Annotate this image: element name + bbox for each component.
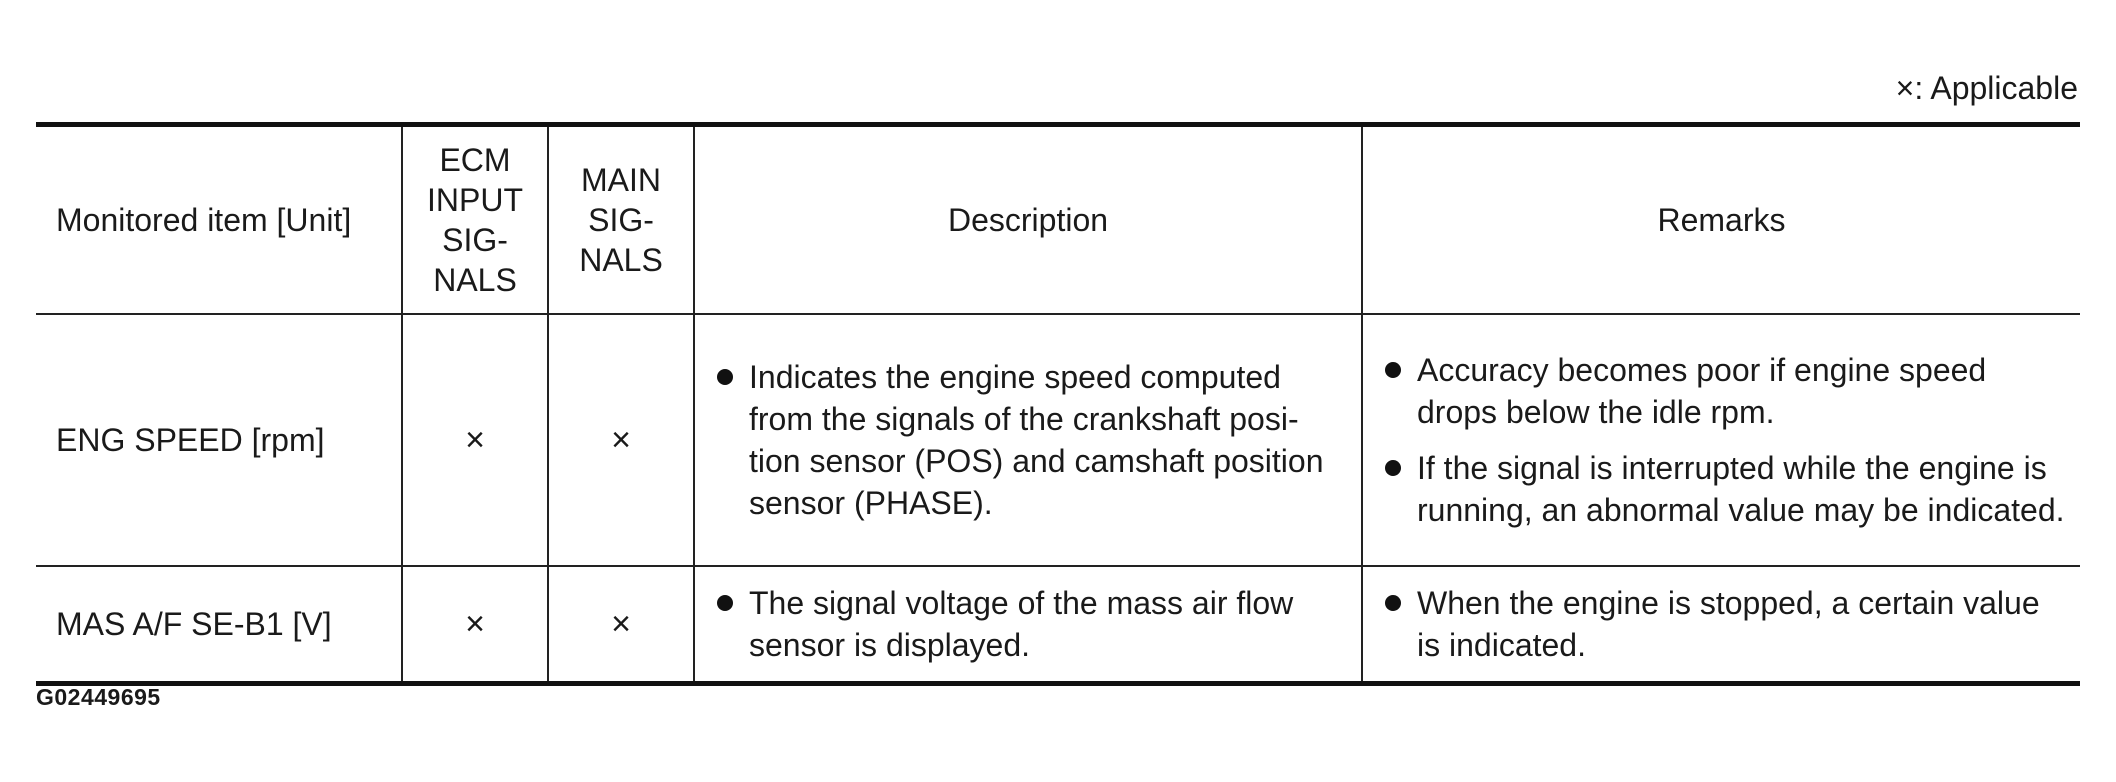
header-remarks: Remarks [1361, 124, 2080, 315]
header-monitored-item-label: Monitored item [Unit] [56, 202, 352, 238]
header-description: Description [693, 124, 1363, 315]
figure-id: G02449695 [36, 684, 161, 710]
cell-ecm-input-mark: × [401, 566, 549, 684]
monitor-table-container: Monitored item [Unit] ECM INPUT SIG- NAL… [36, 122, 2080, 686]
list-item: Accuracy becomes poor if engine speed dr… [1383, 349, 2066, 433]
cell-description: The signal voltage of the mass air flow … [693, 566, 1363, 684]
remarks-list: Accuracy becomes poor if engine speed dr… [1383, 349, 2066, 531]
cell-ecm-input-mark: × [401, 314, 549, 567]
cell-remarks: When the engine is stopped, a certain va… [1361, 566, 2080, 684]
header-main-signals-label: MAIN SIG- NALS [579, 162, 663, 278]
remark-text: When the engine is stopped, a certain va… [1417, 585, 2040, 663]
description-text: Indicates the engine speed computed from… [749, 359, 1324, 521]
cell-monitored-item: ENG SPEED [rpm] [36, 314, 403, 567]
table-row: ENG SPEED [rpm] × × Indicates the engine… [36, 314, 2080, 567]
bullet-icon [717, 369, 733, 385]
list-item: The signal voltage of the mass air flow … [715, 582, 1347, 666]
remarks-list: When the engine is stopped, a certain va… [1383, 582, 2066, 666]
header-main-signals: MAIN SIG- NALS [547, 124, 695, 315]
bullet-icon [1385, 362, 1401, 378]
header-remarks-label: Remarks [1657, 202, 1786, 238]
description-list: The signal voltage of the mass air flow … [715, 582, 1347, 666]
cell-main-signals-mark: × [547, 566, 695, 684]
cell-main-signals-mark: × [547, 314, 695, 567]
header-description-label: Description [947, 202, 1109, 238]
header-ecm-input-signals-label: ECM INPUT SIG- NALS [427, 142, 523, 298]
table-row: MAS A/F SE-B1 [V] × × The signal voltage… [36, 566, 2080, 684]
table-header-row: Monitored item [Unit] ECM INPUT SIG- NAL… [36, 124, 2080, 315]
cell-remarks: Accuracy becomes poor if engine speed dr… [1361, 314, 2080, 567]
description-text: The signal voltage of the mass air flow … [749, 585, 1294, 663]
description-list: Indicates the engine speed computed from… [715, 356, 1347, 524]
header-monitored-item: Monitored item [Unit] [36, 124, 403, 315]
remark-text: Accuracy becomes poor if engine speed dr… [1417, 352, 1987, 430]
header-ecm-input-signals: ECM INPUT SIG- NALS [401, 124, 549, 315]
bullet-icon [1385, 595, 1401, 611]
bullet-icon [717, 595, 733, 611]
remark-text: If the signal is interrupted while the e… [1417, 450, 2065, 528]
bullet-icon [1385, 460, 1401, 476]
list-item: If the signal is interrupted while the e… [1383, 447, 2066, 531]
list-item: When the engine is stopped, a certain va… [1383, 582, 2066, 666]
cell-description: Indicates the engine speed computed from… [693, 314, 1363, 567]
monitor-items-table: Monitored item [Unit] ECM INPUT SIG- NAL… [36, 122, 2080, 686]
list-item: Indicates the engine speed computed from… [715, 356, 1347, 524]
applicable-legend: ×: Applicable [1895, 70, 2078, 106]
cell-monitored-item: MAS A/F SE-B1 [V] [36, 566, 403, 684]
